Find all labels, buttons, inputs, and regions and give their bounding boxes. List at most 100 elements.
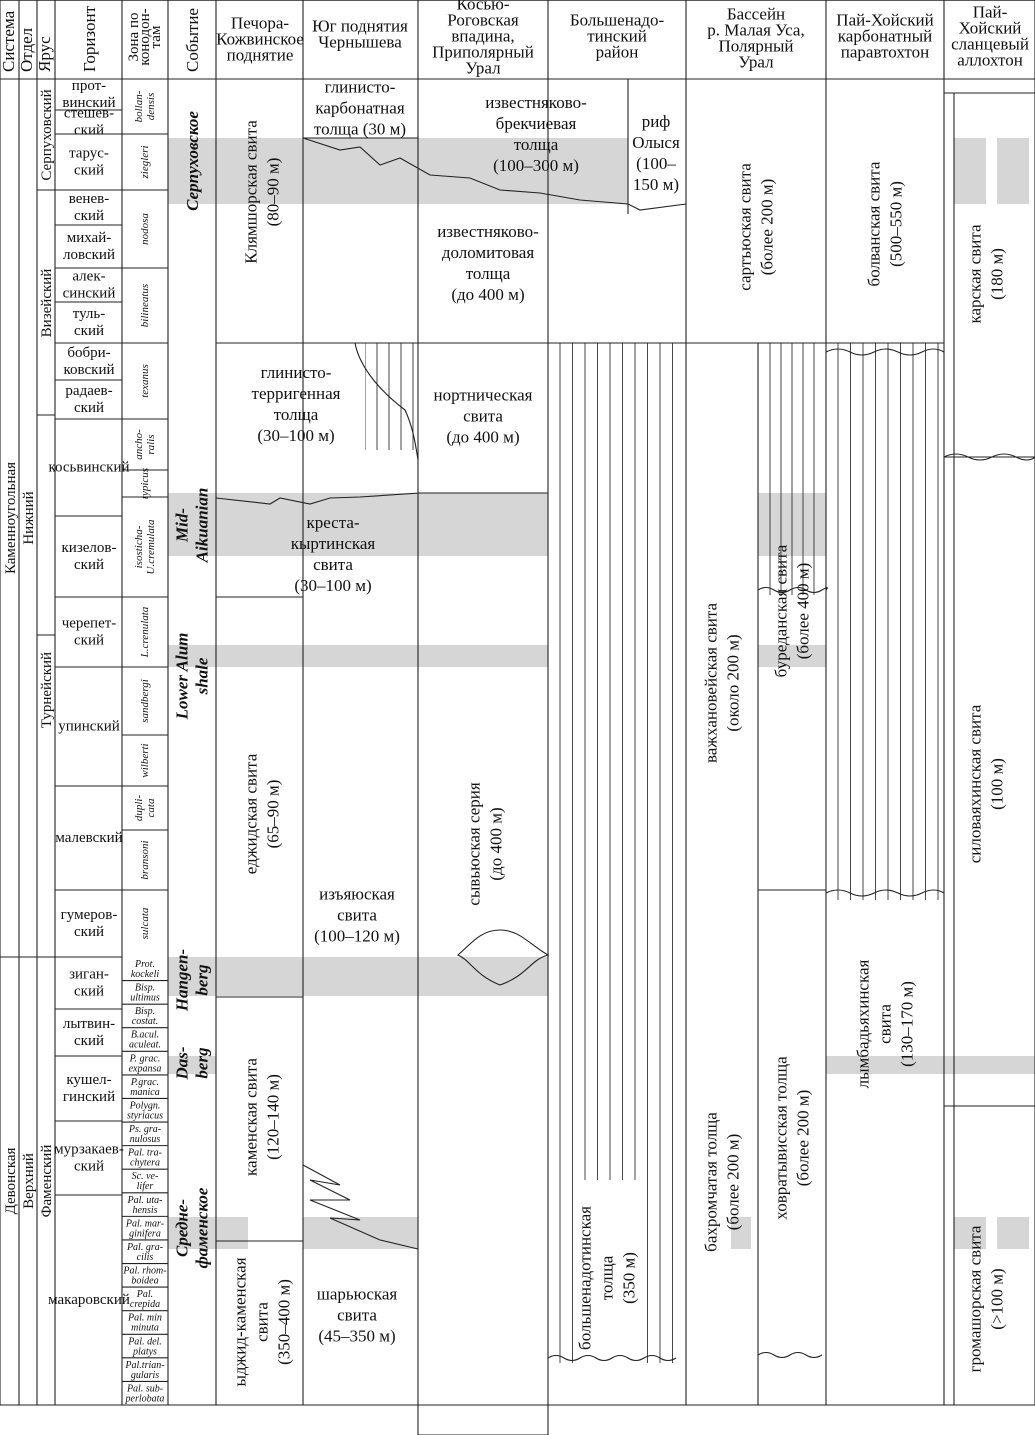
svg-text:глинисто-: глинисто- [325,78,396,97]
svg-text:бобри-: бобри- [67,345,110,361]
svg-text:ский: ский [74,123,104,139]
svg-text:(>100 м): (>100 м) [988,1268,1007,1329]
svg-text:Роговская: Роговская [447,11,519,30]
horizon-7: туль-ский [73,306,106,339]
svg-text:каменская свита: каменская свита [242,1058,261,1176]
horizon-19: мурзакаев-ский [54,1142,124,1175]
svg-text:большенадотинская: большенадотинская [576,1206,595,1350]
svg-text:мурзакаев-: мурзакаев- [54,1142,124,1158]
table-header: Система Отдел Ярус Горизонт Зона поконод… [0,0,1029,78]
svg-text:сланцевый: сланцевый [951,35,1029,54]
svg-text:буреданская свита: буреданская свита [772,544,791,677]
svg-text:Приполярный: Приполярный [432,43,534,62]
svg-text:ский: ский [74,323,104,339]
svg-text:ancho-: ancho- [133,429,145,460]
svg-text:паравтохтон: паравтохтон [841,43,929,62]
series-upper: Верхний [21,1153,37,1209]
svg-text:Polygn.: Polygn. [129,1100,161,1111]
svg-text:болванская свита: болванская свита [865,161,884,286]
svg-text:гинский: гинский [63,1089,115,1105]
svg-text:P.grac.: P.grac. [130,1077,159,1088]
formation-buredan: буреданская свита(более 400 м) [772,544,813,677]
zone-small-11: Pal. uta-hensis [127,1195,163,1216]
svg-text:гумеров-: гумеров- [61,907,118,923]
zone-9: L.crenulata [139,606,151,658]
svg-text:Pal. mar-: Pal. mar- [125,1218,164,1229]
horizon-4: венев-ский [69,191,109,224]
formation-bolvan: болванская свита(500–550 м) [865,161,906,286]
svg-text:(более 200 м): (более 200 м) [758,179,777,276]
svg-text:свита: свита [253,1302,272,1342]
svg-text:Хойский: Хойский [959,19,1022,38]
zone-13: bransoni [139,840,151,879]
svg-text:Pal. rhom-: Pal. rhom- [122,1266,166,1277]
svg-text:ский: ский [74,1159,104,1175]
svg-text:кизелов-: кизелов- [62,540,117,556]
horizon-12: черепет-ский [62,616,117,649]
horizon-16: зиган-ский [69,967,109,1000]
header-stage: Ярус [35,36,54,72]
zone-small-17: Pal. del.platys [127,1336,162,1357]
svg-text:bollan-: bollan- [133,90,145,122]
svg-text:Bisp.: Bisp. [135,1006,155,1017]
svg-text:Средне-: Средне- [173,1199,192,1257]
svg-text:Pal.trian-: Pal.trian- [124,1360,164,1371]
zone-6: ancho-ralis [133,429,157,460]
zone-small-5: P. grac.expansa [129,1053,162,1074]
svg-text:minuta: minuta [131,1323,159,1334]
formation-boundaries [215,137,1035,1406]
svg-text:нортническая: нортническая [434,386,533,405]
svg-text:там: там [148,25,164,48]
svg-text:известняково-: известняково- [485,93,587,112]
svg-text:Косью-: Косью- [456,0,509,14]
horizon-13: упинский [58,719,120,735]
zone-8: isosticha-U.cremulata [133,519,157,574]
header-system: Система [0,10,18,72]
svg-text:(45–350 м): (45–350 м) [318,1327,395,1346]
svg-text:михай-: михай- [67,230,112,246]
svg-text:толща: толща [598,1255,617,1300]
svg-text:Das-: Das- [173,1046,192,1080]
svg-text:(100–: (100– [636,154,676,173]
zone-small-6: P.grac.manica [130,1077,160,1098]
zone-2: ziegleri [139,146,151,180]
svg-text:аллохтон: аллохтон [957,51,1023,70]
svg-text:platys: platys [132,1346,157,1357]
svg-text:(100–120 м): (100–120 м) [314,927,400,946]
svg-text:Mid-: Mid- [173,508,192,543]
svg-text:hensis: hensis [133,1205,158,1216]
svg-text:Pal. tra-: Pal. tra- [127,1148,162,1159]
svg-text:(120–140 м): (120–140 м) [264,1074,283,1160]
svg-text:(130–170 м): (130–170 м) [898,981,917,1067]
svg-text:ский: ский [74,208,104,224]
conodont-zones: bollan-densiszieglerinodosabilineatustex… [122,90,166,1404]
svg-text:Pal. gra-: Pal. gra- [126,1242,163,1253]
zone-small-15: Pal.crepida [130,1289,160,1310]
svg-text:радаев-: радаев- [65,383,112,399]
svg-text:упинский: упинский [58,719,120,735]
svg-text:ский: ский [74,633,104,649]
svg-text:(более 200 м): (более 200 м) [794,1090,813,1187]
svg-text:crepida: crepida [130,1299,160,1310]
horizon-9: радаев-ский [65,383,112,416]
svg-text:Печора-: Печора- [231,14,289,33]
svg-text:брекчиевая: брекчиевая [496,114,577,133]
svg-text:известняково-: известняково- [437,222,539,241]
horizon-11: кизелов-ский [62,540,117,573]
svg-text:ховратывисская толща: ховратывисская толща [772,1056,791,1220]
svg-text:карбонатная: карбонатная [315,99,404,118]
zone-small-7: Polygn.styriacus [127,1100,163,1121]
svg-text:фаменское: фаменское [193,1187,212,1268]
svg-text:expansa: expansa [129,1063,162,1074]
svg-text:кыртинская: кыртинская [291,534,376,553]
